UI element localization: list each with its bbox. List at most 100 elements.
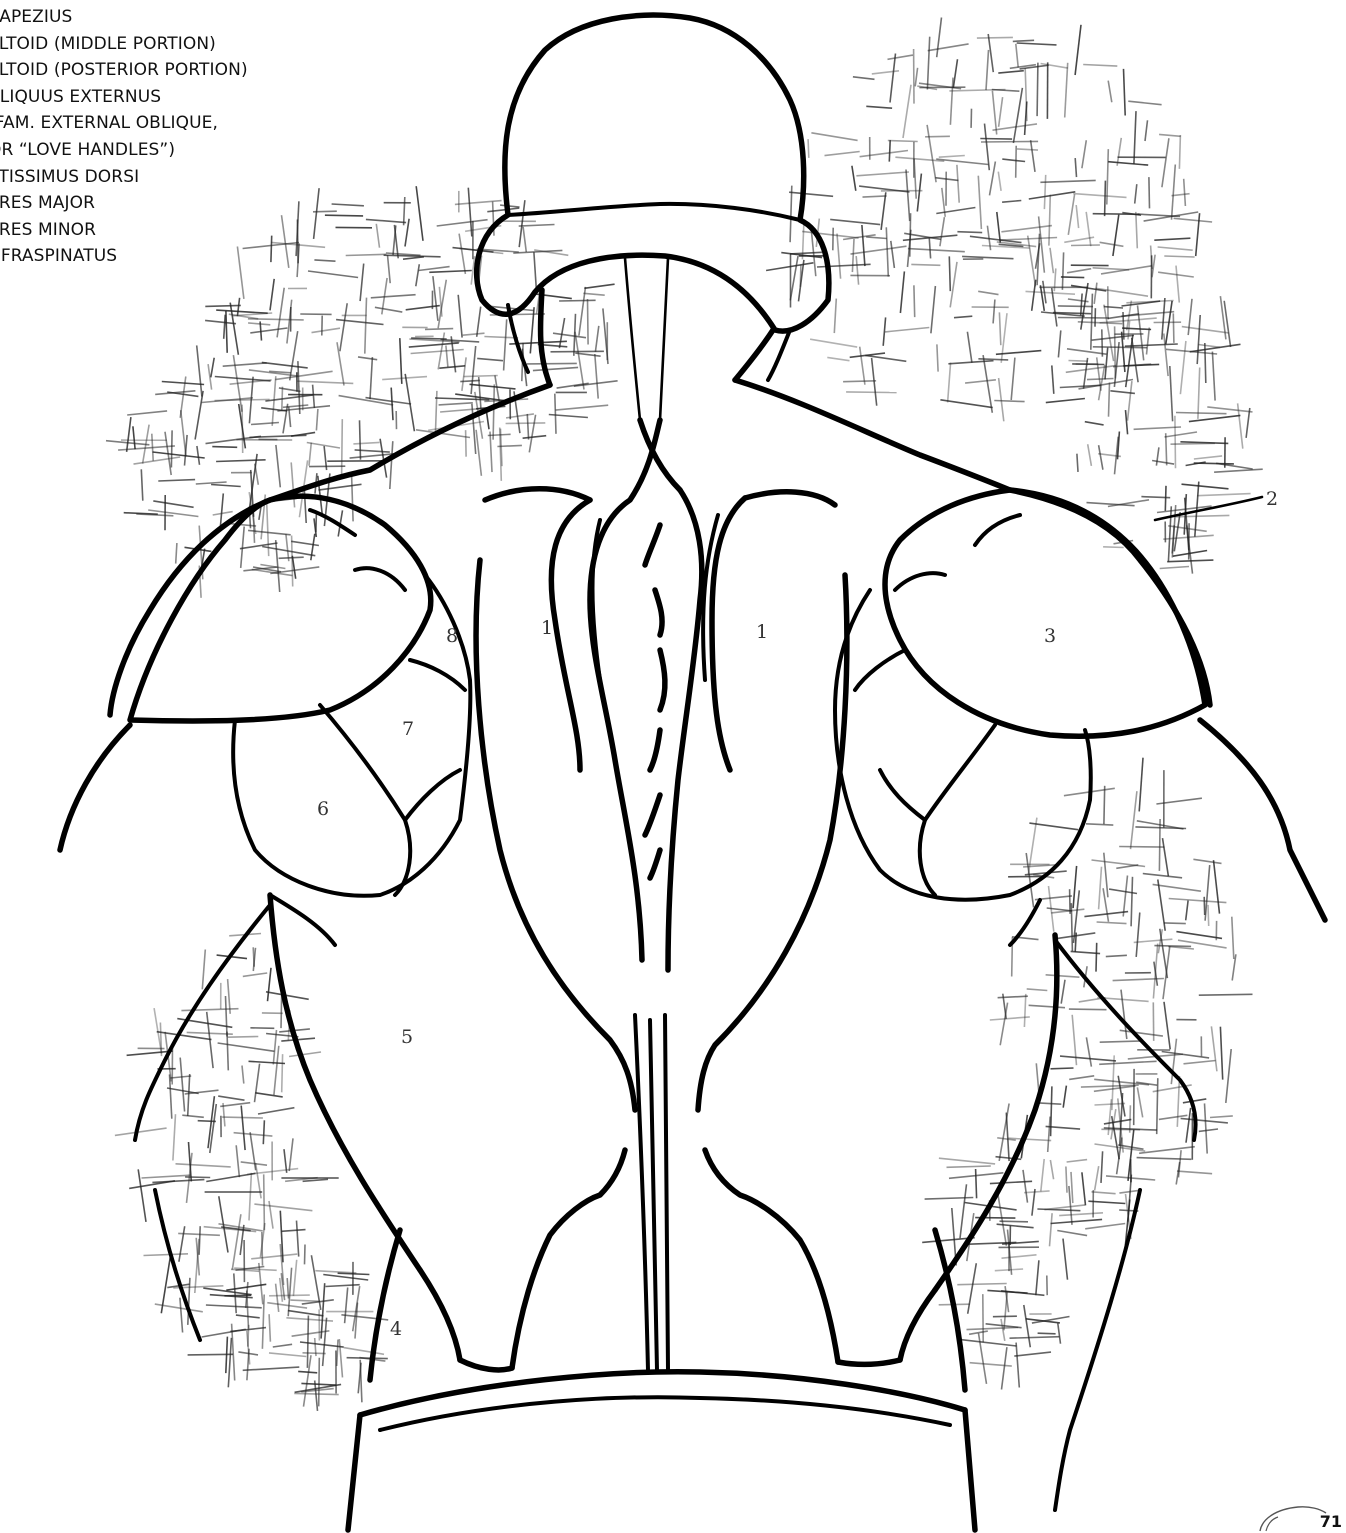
hatch-stroke (416, 264, 420, 286)
hatch-stroke (282, 1054, 283, 1092)
label-trapezius-left: 1 (541, 617, 553, 639)
hatch-stroke (1137, 1158, 1192, 1160)
hatch-stroke (1093, 347, 1147, 348)
hatch-stroke (282, 387, 283, 411)
hatch-stroke (929, 239, 930, 259)
hatch-stroke (134, 457, 181, 464)
hatch-stroke (471, 346, 476, 394)
hatch-stroke (506, 423, 546, 424)
hatch-stroke (802, 225, 803, 260)
hatch-stroke (289, 1052, 321, 1057)
hatch-stroke (360, 264, 364, 302)
hatch-stroke (575, 332, 584, 390)
hatch-stroke (1196, 213, 1200, 256)
hatch-stroke (289, 1138, 293, 1171)
page-number: 71 (1320, 1512, 1342, 1531)
deltoid-left (130, 496, 431, 721)
hatch-stroke (965, 380, 996, 383)
hatch-stroke (258, 1108, 294, 1114)
hatch-stroke (583, 293, 604, 295)
hatch-stroke (277, 288, 284, 338)
hatch-stroke (993, 300, 995, 324)
hatch-stroke (196, 482, 227, 484)
hatch-stroke (872, 71, 899, 74)
hatch-stroke (1044, 1205, 1085, 1210)
hatch-stroke (1044, 175, 1045, 209)
hatch-stroke (1069, 1076, 1094, 1080)
hatch-stroke (860, 151, 908, 157)
hatch-stroke (226, 1284, 266, 1290)
hatch-stroke (419, 267, 450, 271)
hatch-stroke (527, 414, 528, 440)
hatch-stroke (846, 392, 897, 393)
hatch-stroke (313, 385, 315, 408)
hatch-stroke (237, 298, 239, 316)
hatch-stroke (1038, 1333, 1056, 1334)
hatch-stroke (202, 950, 205, 990)
hatch-stroke (1067, 349, 1107, 354)
hatch-stroke (1188, 299, 1192, 335)
hatch-stroke (978, 291, 998, 294)
hatch-stroke (981, 141, 1038, 142)
hatch-stroke (1208, 905, 1209, 926)
hatch-stroke (555, 394, 556, 434)
hatch-stroke (370, 357, 372, 399)
label-deltoid-posterior: 3 (1044, 625, 1056, 647)
hatch-stroke (353, 442, 379, 444)
hatch-stroke (1131, 791, 1137, 849)
hatch-stroke (1164, 923, 1186, 924)
hatch-stroke (124, 513, 158, 515)
hatch-stroke (226, 1337, 228, 1374)
hatch-stroke (519, 225, 555, 227)
hatch-stroke (1061, 277, 1084, 278)
hatch-stroke (211, 358, 214, 378)
hatch-stroke (881, 192, 886, 230)
hatch-stroke (1205, 1103, 1208, 1153)
hatch-stroke (1132, 338, 1138, 383)
hatch-stroke (1094, 283, 1097, 304)
hatch-stroke (1073, 194, 1126, 198)
hatch-stroke (937, 18, 942, 58)
hatch-stroke (226, 311, 227, 353)
hatch-stroke (292, 1331, 330, 1336)
hatch-stroke (1013, 40, 1034, 41)
hatch-stroke (1052, 365, 1054, 393)
hatch-stroke (1204, 897, 1205, 915)
hatch-stroke (1058, 330, 1060, 357)
hatch-stroke (1105, 181, 1106, 217)
hatch-stroke (1199, 1129, 1218, 1131)
hatch-stroke (1193, 859, 1221, 863)
hatch-stroke (315, 1381, 318, 1411)
hatch-stroke (1017, 43, 1057, 45)
hatch-stroke (182, 1115, 204, 1117)
hatch-stroke (305, 1245, 306, 1265)
hatch-stroke (915, 68, 917, 87)
hatch-stroke (1103, 547, 1124, 548)
hatch-stroke (1123, 876, 1127, 917)
hatch-stroke (127, 417, 131, 452)
hatch-stroke (1179, 135, 1180, 169)
hatch-stroke (228, 1037, 259, 1038)
hatch-stroke (950, 78, 953, 125)
hatch-stroke (337, 1340, 338, 1366)
hatch-stroke (1100, 1041, 1143, 1042)
hatch-stroke (384, 255, 441, 257)
hatch-stroke (1084, 358, 1088, 389)
hatch-stroke (1057, 1231, 1087, 1236)
hatch-stroke (264, 1174, 265, 1230)
hatch-stroke (1032, 280, 1036, 311)
hatch-stroke (856, 256, 858, 285)
hatch-stroke (1024, 1305, 1031, 1347)
hatch-stroke (1170, 366, 1173, 421)
hatch-stroke (852, 239, 854, 272)
hatch-stroke (584, 284, 614, 288)
hatch-stroke (1168, 506, 1171, 561)
hatch-stroke (493, 384, 494, 439)
hatch-stroke (466, 430, 467, 457)
hatch-stroke (1029, 1005, 1065, 1007)
hatch-stroke (311, 534, 315, 561)
hatch-stroke (860, 347, 865, 385)
hatch-stroke (411, 350, 464, 354)
hatch-stroke (439, 366, 465, 368)
hatch-stroke (1176, 413, 1227, 414)
